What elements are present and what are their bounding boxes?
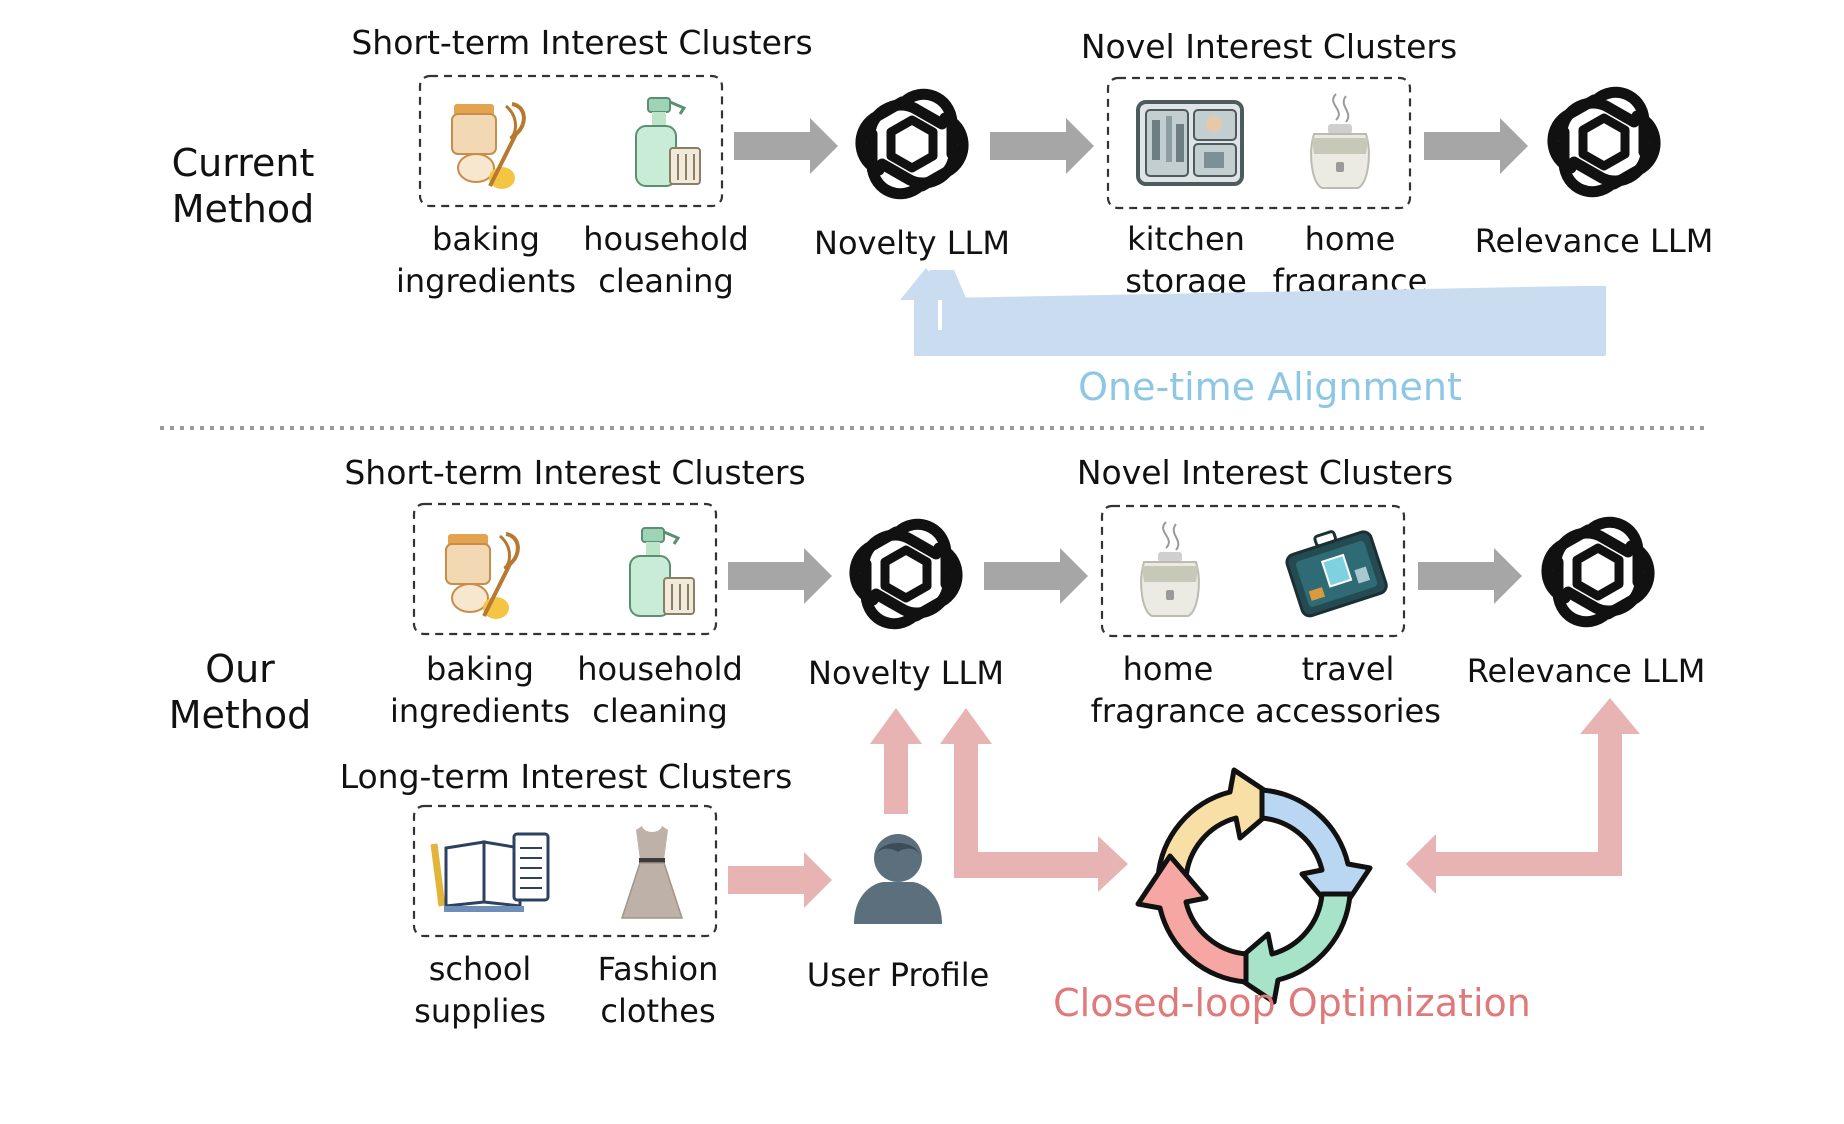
bottom-novel-box (1100, 504, 1406, 638)
long-term-title: Long-term Interest Clusters (340, 757, 793, 796)
bottom-arrow-to-relevance (1418, 548, 1522, 604)
bottom-arrow-to-novel (984, 548, 1088, 604)
bottom-item-cleaning-line1: household (577, 650, 743, 688)
diffuser-icon (1310, 93, 1370, 189)
arrow-relevance-to-loop (1406, 698, 1640, 894)
top-arrow-to-novelty (734, 118, 838, 174)
long-item-fashion-line1: Fashion (598, 950, 719, 988)
dress-icon (621, 825, 683, 919)
top-novel-title: Novel Interest Clusters (1081, 27, 1457, 66)
top-item-cleaning-line1: household (583, 220, 749, 258)
long-item-school-line2: supplies (414, 992, 546, 1030)
novelty-llm-icon (861, 94, 963, 193)
alignment-arrow-head (900, 268, 952, 300)
bottom-short-term-box (412, 502, 718, 636)
bottom-item-fragrance-line2: fragrance (1091, 692, 1246, 730)
bottom-item-baking-line2: ingredients (390, 692, 570, 730)
bottom-short-term-title: Short-term Interest Clusters (344, 453, 805, 492)
bottom-item-travel-line2: accessories (1255, 692, 1441, 730)
top-arrow-to-relevance (1424, 118, 1528, 174)
spray-bottle-icon (628, 526, 696, 618)
top-item-kitchen-line1: kitchen (1127, 220, 1245, 258)
bottom-item-travel-line1: travel (1302, 650, 1395, 688)
one-time-alignment-label: One-time Alignment (1078, 365, 1462, 409)
long-item-school-line1: school (429, 950, 532, 988)
bottom-item-baking-line1: baking (426, 650, 534, 688)
arrow-long-term-to-profile (728, 852, 832, 908)
baking-icon (444, 532, 520, 621)
top-relevance-llm-label: Relevance LLM (1475, 222, 1714, 260)
bottom-item-fragrance-line1: home (1123, 650, 1214, 688)
top-novelty-llm-label: Novelty LLM (814, 224, 1010, 262)
relevance-llm-icon (1547, 522, 1649, 621)
user-profile-icon (854, 834, 942, 924)
diffuser-icon (1140, 521, 1200, 617)
bottom-novel-title: Novel Interest Clusters (1077, 453, 1453, 492)
bottom-arrow-to-novelty (728, 548, 832, 604)
top-side-label-line2: Method (172, 187, 315, 231)
alignment-loop-body (914, 286, 1606, 356)
arrow-profile-to-novelty (870, 708, 922, 814)
closed-loop-label: Closed-loop Optimization (1053, 981, 1531, 1025)
long-item-fashion-line2: clothes (600, 992, 715, 1030)
bottom-item-cleaning-line2: cleaning (592, 692, 728, 730)
top-novel-box (1106, 76, 1412, 210)
top-item-fragrance-line1: home (1305, 220, 1396, 258)
cycle-icon (1135, 767, 1373, 1005)
long-term-box (412, 804, 718, 938)
relevance-llm-icon (1553, 92, 1655, 191)
baking-icon (450, 102, 526, 191)
top-side-label-line1: Current (172, 141, 315, 185)
bottom-side-label-line2: Method (169, 693, 312, 737)
top-item-baking-line2: ingredients (396, 262, 576, 300)
top-short-term-title: Short-term Interest Clusters (351, 23, 812, 62)
bottom-relevance-llm-label: Relevance LLM (1467, 652, 1706, 690)
bottom-novelty-llm-label: Novelty LLM (808, 654, 1004, 692)
top-short-term-box (418, 74, 724, 208)
notebook-icon (434, 834, 548, 912)
kitchen-storage-icon (1136, 100, 1244, 186)
spray-bottle-icon (634, 96, 702, 188)
bottom-side-label-line1: Our (205, 647, 275, 691)
top-arrow-to-novel (990, 118, 1094, 174)
arrow-loop-to-novelty (940, 708, 1128, 892)
top-item-cleaning-line2: cleaning (598, 262, 734, 300)
user-profile-label: User Profile (807, 956, 990, 994)
novelty-llm-icon (855, 524, 957, 623)
suitcase-icon (1280, 518, 1390, 620)
top-item-baking-line1: baking (432, 220, 540, 258)
